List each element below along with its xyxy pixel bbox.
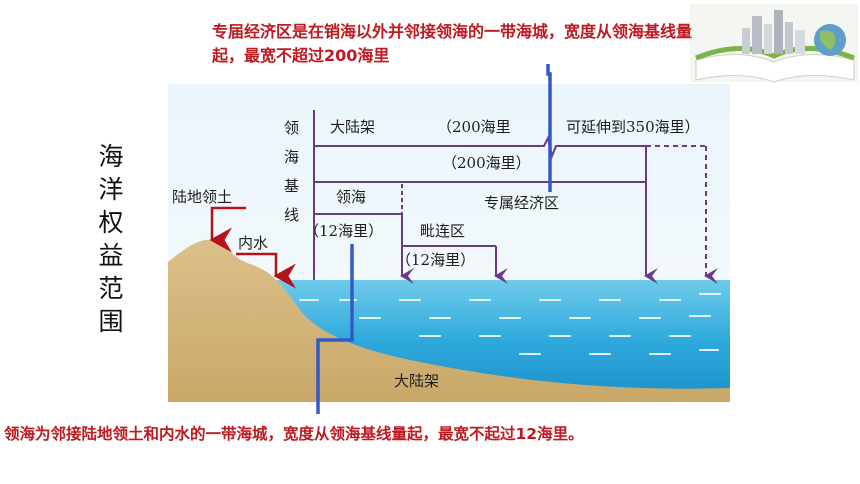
- eez-200-label: （200海里）: [442, 154, 531, 172]
- internal-waters-label: 内水: [238, 234, 268, 252]
- eez-pointer-line: [546, 64, 552, 192]
- shelf-350-label: 可延伸到350海里）: [566, 118, 700, 136]
- eez-label: 专属经济区: [484, 194, 559, 212]
- continental-shelf-bottom-label: 大陆架: [394, 372, 439, 390]
- baseline-label: 领 海 基 线: [284, 119, 299, 224]
- territorial-pointer-line: [316, 244, 354, 414]
- contiguous-zone-label: 毗连区: [420, 222, 465, 240]
- territorial-sea-label: 领海: [336, 188, 366, 206]
- land-arrow: [209, 206, 246, 253]
- territorial-sea-definition-note: 领海为邻接陆地领土和内水的一带海城，宽度从领海基线量起，最宽不起过12海里。: [4, 425, 584, 443]
- book-globe-decoration: [690, 4, 858, 83]
- side-title-char: 权: [98, 208, 124, 237]
- side-title-char: 范: [98, 274, 124, 303]
- eez-definition-note: 专届经济区是在销海以外并邻接领海的一带海城，宽度从领海基线量起，最宽不超过200…: [212, 22, 693, 65]
- side-title-char: 海: [98, 142, 124, 171]
- territorial-12-label: （12海里）: [304, 222, 383, 240]
- side-title: 海 洋 权 益 范 围: [96, 140, 126, 338]
- contiguous-12-label: （12海里）: [396, 251, 475, 269]
- svg-text:线: 线: [284, 206, 299, 224]
- land-territory-label: 陆地领土: [172, 188, 232, 206]
- sea-waves: [299, 293, 721, 355]
- internal-water-arrow: [236, 252, 296, 289]
- side-title-char: 洋: [98, 175, 124, 204]
- svg-text:基: 基: [284, 177, 299, 195]
- side-title-char: 益: [98, 241, 124, 270]
- svg-text:海: 海: [284, 148, 299, 166]
- side-title-char: 围: [98, 307, 124, 336]
- continental-shelf-label: 大陆架: [330, 118, 375, 136]
- svg-text:领: 领: [284, 119, 299, 137]
- shelf-200-label: （200海里: [437, 118, 511, 136]
- land: [168, 239, 730, 402]
